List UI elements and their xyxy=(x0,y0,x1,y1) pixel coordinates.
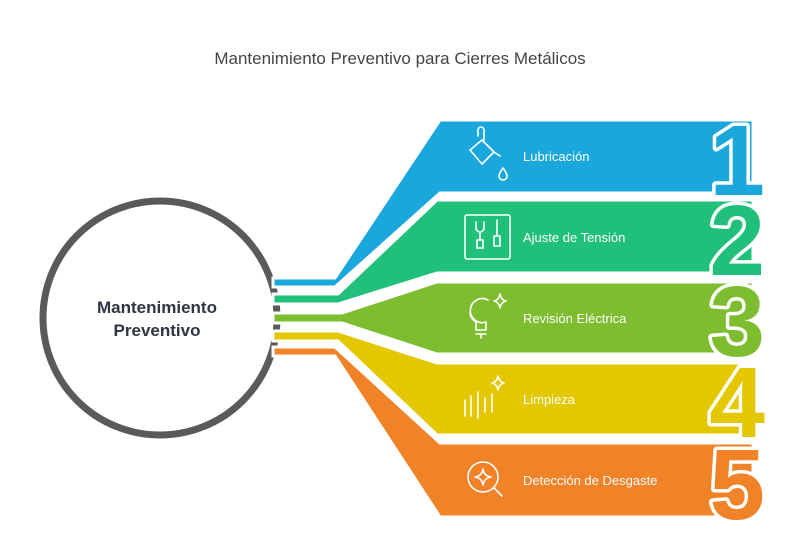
center-circle xyxy=(39,197,281,439)
step-4-label: Limpieza xyxy=(523,392,576,407)
diagram-title: Mantenimiento Preventivo para Cierres Me… xyxy=(214,49,585,68)
step-1-label: Lubricación xyxy=(523,149,590,164)
step-1-band xyxy=(271,118,755,289)
center-label-line1: Mantenimiento xyxy=(97,298,217,317)
step-2-label: Ajuste de Tensión xyxy=(523,230,625,245)
step-5-number: 5 xyxy=(709,429,765,541)
step-2-band xyxy=(271,198,755,306)
magnifier-sparkle-icon xyxy=(467,461,503,497)
sparkle-lines-icon xyxy=(464,375,505,419)
step-3-band xyxy=(271,280,755,356)
wrench-gauge-icon xyxy=(464,214,511,260)
step-4-number: 4 xyxy=(709,347,765,459)
center-label-line2: Preventivo xyxy=(114,321,201,340)
lightbulb-sparkle-icon xyxy=(469,293,507,339)
step-4-band xyxy=(271,329,755,437)
step-5-label: Detección de Desgaste xyxy=(523,473,657,488)
step-3-label: Revisión Eléctrica xyxy=(523,311,627,326)
oil-can-icon xyxy=(469,126,508,181)
step-5-band xyxy=(271,345,755,519)
